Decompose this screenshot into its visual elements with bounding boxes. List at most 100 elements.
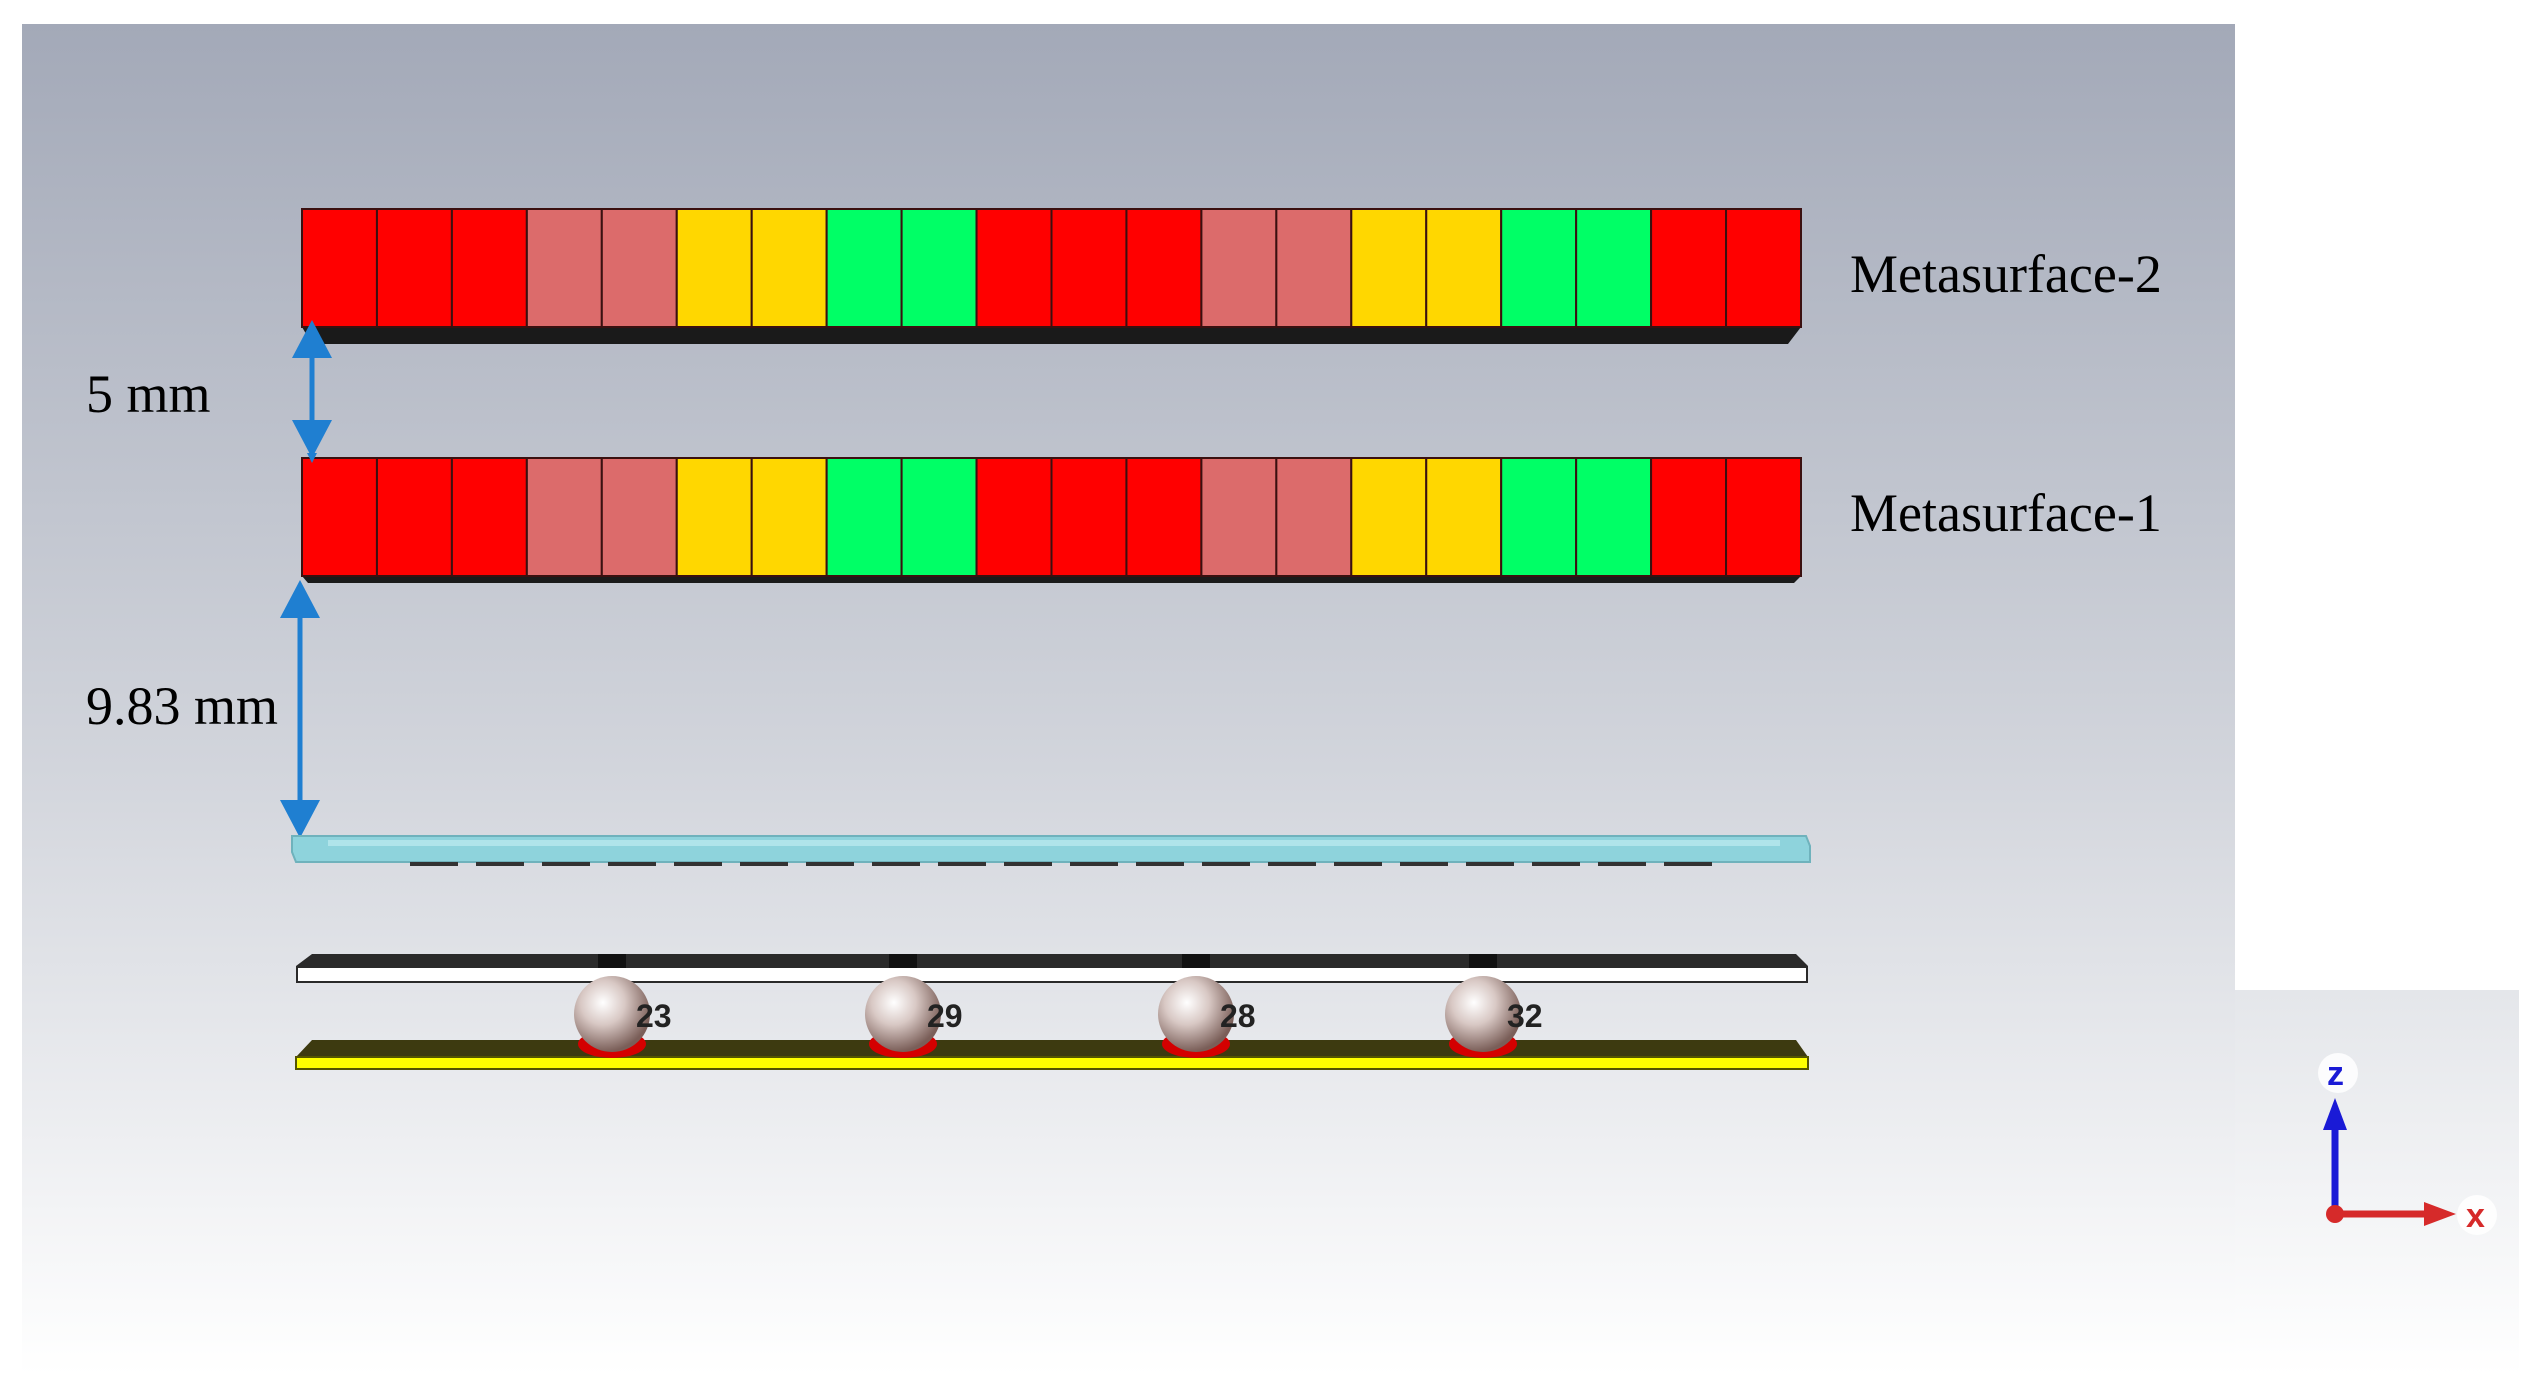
substrate-patch-14 — [1268, 862, 1316, 866]
substrate-patch-11 — [1070, 862, 1118, 866]
metasurface-1-cell-14 — [1275, 457, 1353, 577]
metasurface-1-cell-9 — [900, 457, 978, 577]
metasurface-2-cell-14 — [1275, 208, 1353, 328]
metasurface-1 — [301, 457, 1803, 583]
metasurface-2-cell-7 — [750, 208, 828, 328]
metasurface-1-cell-19 — [1650, 457, 1728, 577]
metasurface-1-cell-17 — [1500, 457, 1578, 577]
metasurface-2-cell-10 — [975, 208, 1053, 328]
metasurface-2-cell-2 — [375, 208, 453, 328]
axes-panel-background — [2235, 990, 2519, 1375]
metasurface-1-cell-18 — [1575, 457, 1653, 577]
z-axis-label: z — [2327, 1055, 2344, 1093]
metasurface-1-cell-4 — [525, 457, 603, 577]
metasurface-2-cells — [301, 208, 1803, 328]
substrate-patch-9 — [938, 862, 986, 866]
port-sphere-3 — [1158, 976, 1234, 1052]
z-axis-label-bubble — [2318, 1053, 2358, 1093]
metasurface-1-cell-7 — [750, 457, 828, 577]
substrate-patch-6 — [740, 862, 788, 866]
substrate-patch-4 — [608, 862, 656, 866]
ground-plane — [295, 1056, 1809, 1070]
metasurface-2-cell-6 — [675, 208, 753, 328]
port-via-4 — [1469, 954, 1497, 968]
substrate-patch-3 — [542, 862, 590, 866]
metasurface-1-cell-13 — [1200, 457, 1278, 577]
metasurface-2-bottom-face — [302, 327, 1801, 344]
substrate-patch-20 — [1664, 862, 1712, 866]
metasurface-1-cell-20 — [1725, 457, 1803, 577]
metasurface-2-label: Metasurface-2 — [1850, 244, 2162, 304]
metasurface-2-cell-1 — [301, 208, 378, 328]
metasurface-2-cell-11 — [1050, 208, 1128, 328]
coordinate-axes: z x — [2318, 1053, 2497, 1235]
metasurface-1-cell-10 — [975, 457, 1053, 577]
gap-9-83mm-arrowhead-up — [280, 580, 320, 618]
metasurface-2-cell-16 — [1425, 208, 1503, 328]
gap-9-83mm-label: 9.83 mm — [86, 676, 278, 736]
x-axis-arrowhead — [2424, 1202, 2456, 1226]
metasurface-1-cell-3 — [450, 457, 528, 577]
metasurface-2 — [301, 208, 1803, 344]
gap-9-83mm-arrowhead-down — [280, 800, 320, 838]
metasurface-1-cells — [301, 457, 1803, 577]
substrate-patch-5 — [674, 862, 722, 866]
gap-5mm-label: 5 mm — [86, 364, 211, 424]
metasurface-2-cell-19 — [1650, 208, 1728, 328]
metasurface-2-cell-15 — [1350, 208, 1428, 328]
metasurface-1-bottom-face — [302, 576, 1801, 583]
metasurface-2-cell-3 — [450, 208, 528, 328]
metasurface-2-cell-17 — [1500, 208, 1578, 328]
port-via-3 — [1182, 954, 1210, 968]
metasurface-2-cell-8 — [825, 208, 903, 328]
metasurface-2-cell-12 — [1125, 208, 1203, 328]
substrate-patch-1 — [410, 862, 458, 866]
x-axis-label-bubble — [2457, 1195, 2497, 1235]
metasurface-2-cell-20 — [1725, 208, 1803, 328]
substrate-patch-7 — [806, 862, 854, 866]
metasurface-1-cell-2 — [375, 457, 453, 577]
substrate-slab — [291, 835, 1811, 863]
metasurface-2-cell-18 — [1575, 208, 1653, 328]
substrate-patches — [410, 862, 1712, 866]
feed-board-white-layer — [298, 968, 1806, 981]
substrate-highlight — [328, 840, 1780, 846]
substrate-patch-17 — [1466, 862, 1514, 866]
port-label-1: 23 — [636, 998, 672, 1034]
metasurface-1-cell-6 — [675, 457, 753, 577]
feed-ports: 23 29 28 32 — [574, 954, 1543, 1058]
port-sphere-1 — [574, 976, 650, 1052]
substrate-patch-10 — [1004, 862, 1052, 866]
metasurface-1-cell-11 — [1050, 457, 1128, 577]
substrate-patch-12 — [1136, 862, 1184, 866]
substrate-patch-8 — [872, 862, 920, 866]
metasurface-2-cell-4 — [525, 208, 603, 328]
port-label-2: 29 — [927, 998, 963, 1034]
metasurface-1-label: Metasurface-1 — [1850, 483, 2162, 543]
substrate-layer — [291, 835, 1811, 866]
metasurface-2-cell-5 — [600, 208, 678, 328]
substrate-patch-2 — [476, 862, 524, 866]
metasurface-2-cell-13 — [1200, 208, 1278, 328]
port-sphere-2 — [865, 976, 941, 1052]
metasurface-2-cell-9 — [900, 208, 978, 328]
feed-board: 23 29 28 32 — [295, 954, 1809, 1070]
metasurface-1-cell-8 — [825, 457, 903, 577]
ground-plane-top — [296, 1040, 1808, 1057]
metasurface-1-cell-1 — [301, 457, 378, 577]
substrate-patch-16 — [1400, 862, 1448, 866]
metasurface-1-cell-5 — [600, 457, 678, 577]
gap-5mm-arrowhead-up — [292, 320, 332, 358]
metasurface-1-cell-15 — [1350, 457, 1428, 577]
port-via-1 — [598, 954, 626, 968]
port-label-3: 28 — [1220, 998, 1256, 1034]
substrate-patch-15 — [1334, 862, 1382, 866]
port-via-2 — [889, 954, 917, 968]
substrate-patch-13 — [1202, 862, 1250, 866]
axes-origin — [2326, 1205, 2344, 1223]
port-label-4: 32 — [1507, 998, 1543, 1034]
substrate-patch-19 — [1598, 862, 1646, 866]
metasurface-1-cell-12 — [1125, 457, 1203, 577]
metasurface-1-cell-16 — [1425, 457, 1503, 577]
